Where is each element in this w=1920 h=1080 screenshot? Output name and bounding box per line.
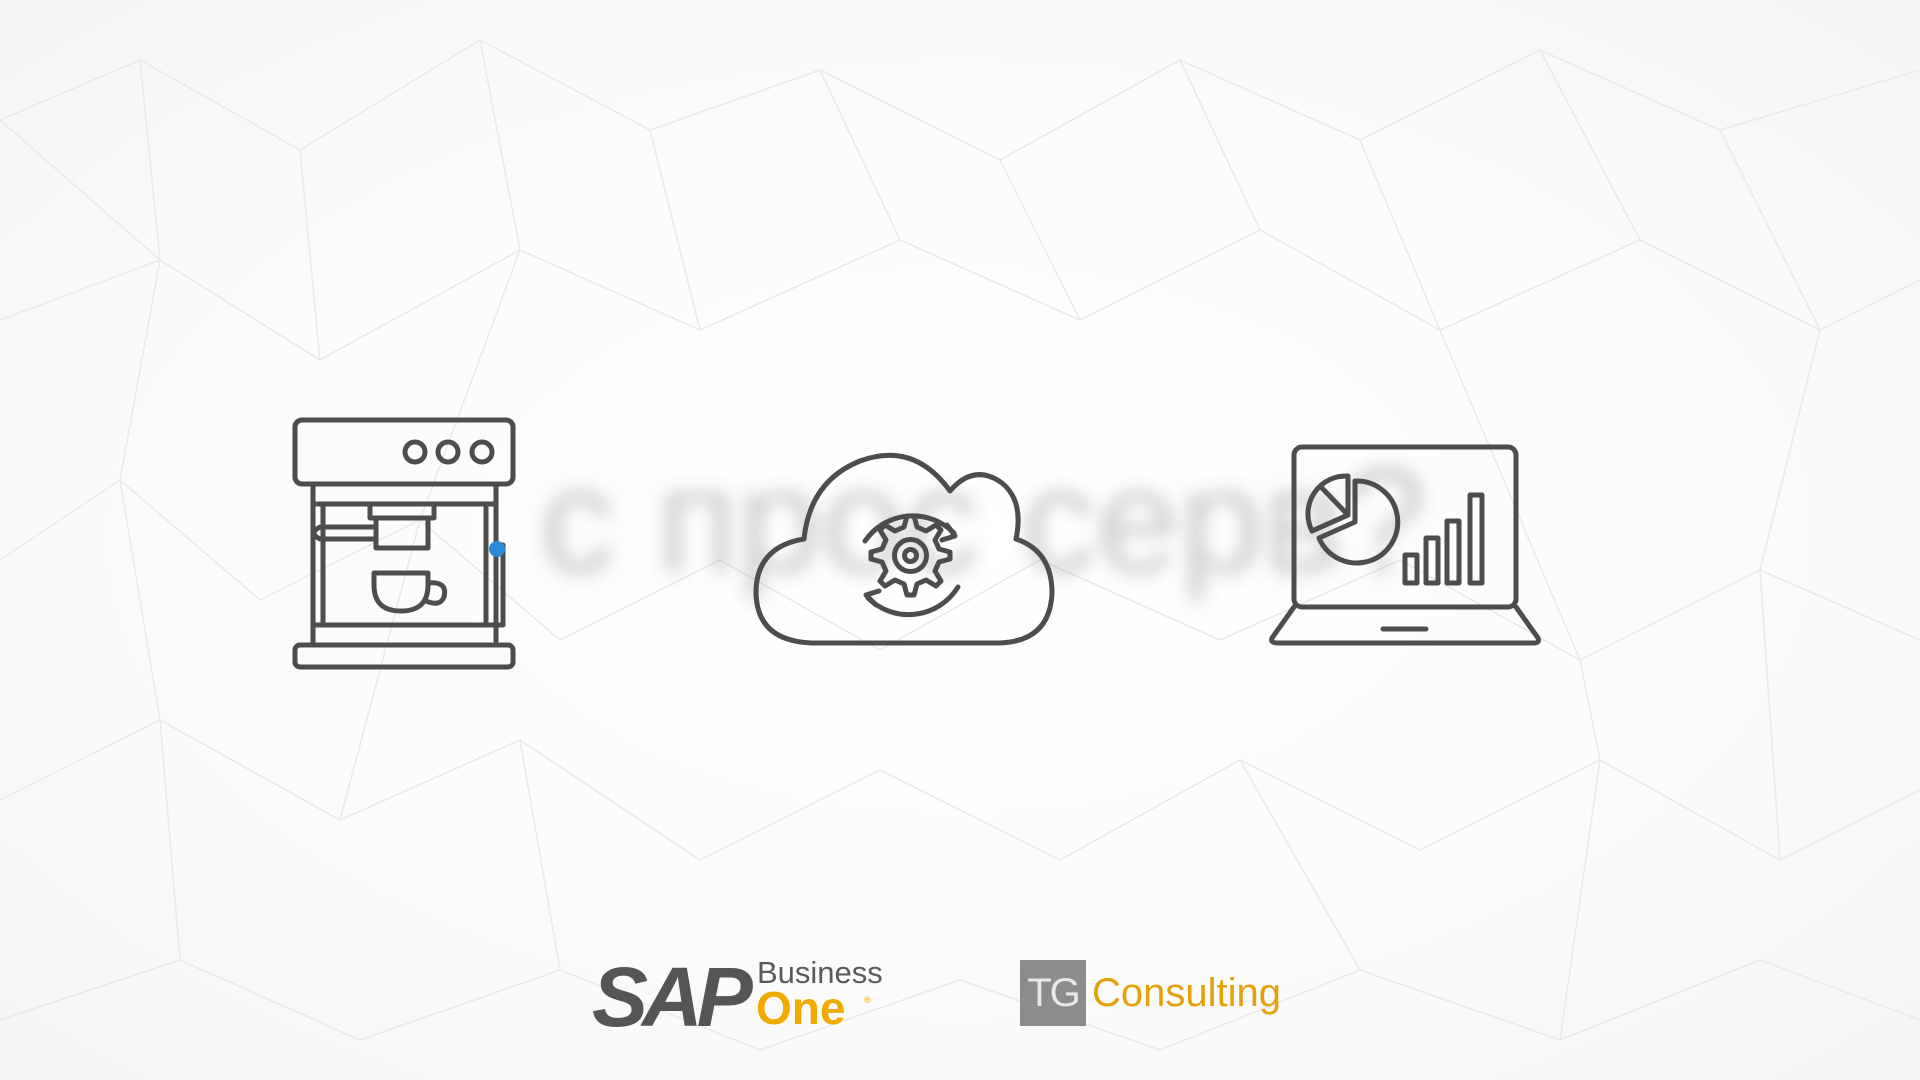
accent-dot (489, 541, 505, 557)
laptop-analytics-icon (1269, 444, 1541, 646)
sap-logo-business-text: Business (757, 955, 883, 990)
coffee-machine-icon (292, 417, 516, 670)
sap-logo-registered-mark: ® (864, 995, 871, 1005)
blurred-caption: с прос серв? (540, 440, 1427, 600)
sap-logo-one-text: One (756, 982, 846, 1034)
sap-business-one-logo: SAP Business One ® (592, 955, 892, 1039)
sap-logo-mark: SAP (592, 950, 753, 1044)
tg-logo-consulting-text: Consulting (1092, 971, 1282, 1015)
tg-logo-box: TG (1020, 960, 1086, 1026)
tg-consulting-logo: TG Consulting (1020, 960, 1310, 1026)
cloud-gear-icon (753, 452, 1055, 646)
